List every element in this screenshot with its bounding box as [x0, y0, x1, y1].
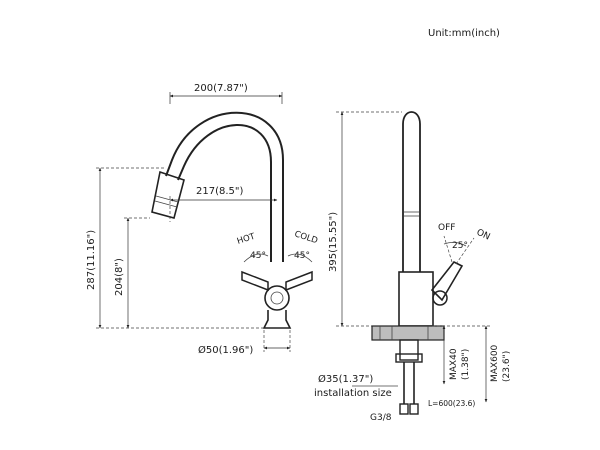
hose-length-label: L=600(23.6) [428, 399, 475, 408]
max-length-in: (23.6") [502, 351, 512, 382]
cold-label: COLD [293, 229, 319, 246]
countertop [371, 325, 445, 341]
width-spout-label: 200(7.87") [194, 83, 248, 94]
installation-size-label: installation size [314, 388, 392, 399]
front-view: 200(7.87") 217(8.5") 287(11.16") 204(8")… [86, 83, 319, 356]
side-view: OFF ON 25° 395(15.55") Ø35(1.37") instal… [314, 111, 512, 423]
side-height-label: 395(15.55") [328, 212, 339, 272]
side-body [398, 271, 434, 327]
spout-inner [177, 124, 272, 262]
spray-head [151, 170, 185, 219]
hot-label: HOT [236, 231, 257, 246]
off-label: OFF [438, 223, 455, 233]
spout-height-label: 204(8") [114, 258, 125, 296]
spout-outer [165, 111, 284, 262]
hot-angle-label: 45° [250, 251, 266, 261]
reach-label: 217(8.5") [196, 186, 243, 197]
base-diameter-label: Ø50(1.96") [198, 344, 253, 356]
cold-angle-label: 45° [294, 251, 310, 261]
front-handles [241, 270, 313, 311]
thread-label: G3/8 [370, 413, 392, 423]
max-thickness-in: (1.38") [461, 349, 471, 380]
on-label: ON [475, 228, 492, 243]
max-thickness-mm: MAX40 [449, 348, 459, 380]
max-length-mm: MAX600 [490, 344, 500, 382]
front-base [262, 310, 292, 329]
side-lever [430, 260, 464, 302]
lever-angle-label: 25° [452, 241, 468, 251]
total-height-label: 287(11.16") [86, 230, 97, 290]
hole-diameter-label: Ø35(1.37") [318, 373, 373, 385]
side-spout [402, 111, 421, 272]
unit-label: Unit:mm(inch) [428, 28, 500, 39]
